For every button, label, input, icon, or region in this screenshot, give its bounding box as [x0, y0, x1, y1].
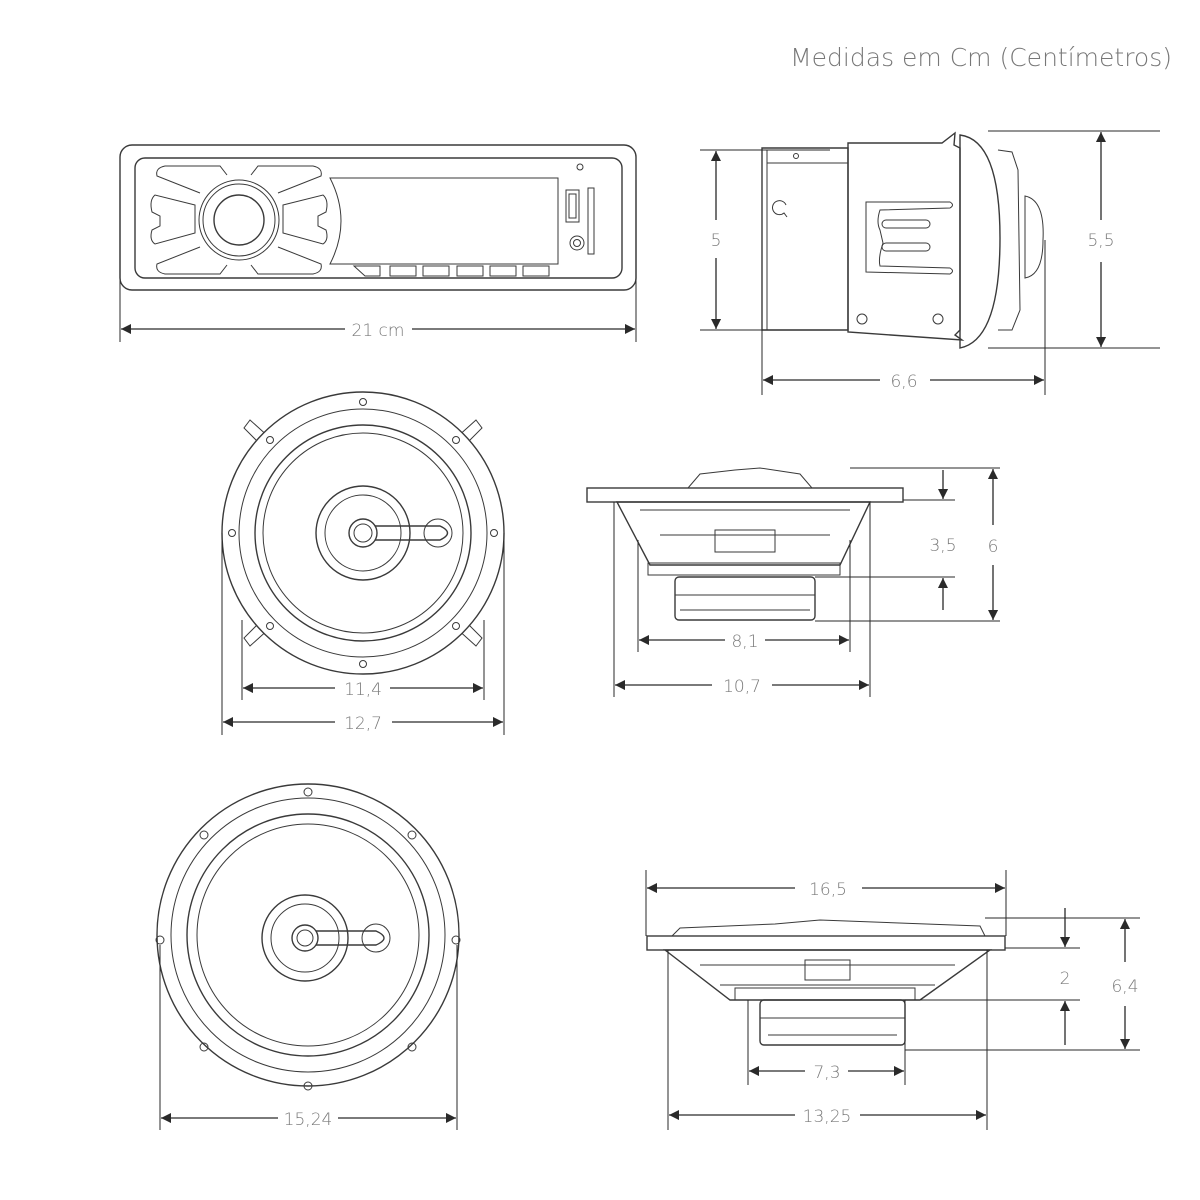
radio-width-label: 21 cm — [352, 321, 405, 341]
radio-front-view: 21 cm — [119, 144, 637, 342]
tweeter — [261, 894, 391, 982]
speaker-6-flange-label: 16,5 — [809, 880, 847, 900]
units-title: Medidas em Cm (Centímetros) — [790, 43, 1172, 72]
usb-port — [565, 189, 580, 223]
radio-knob — [150, 165, 328, 275]
speaker-5-inner-label: 11,4 — [344, 680, 382, 700]
speaker-6-front-view: 15,24 — [155, 783, 461, 1130]
speaker-6-basket-label: 13,25 — [803, 1107, 852, 1127]
aux-jack — [569, 235, 585, 251]
speaker-5-magnet-label: 8,1 — [731, 632, 758, 652]
radio-display — [329, 177, 559, 265]
radio-depth-label: 6,6 — [890, 372, 917, 392]
reset-hole — [576, 163, 584, 171]
speaker-5-side-view: 3,5 6 8,1 10,7 — [586, 467, 1000, 697]
speaker-6-diameter-label: 15,24 — [284, 1110, 333, 1130]
radio-buttons — [352, 265, 550, 277]
radio-face-height-label: 5,5 — [1087, 231, 1114, 251]
speaker-6-height-label: 6,4 — [1111, 977, 1138, 997]
speaker-5-basket-label: 10,7 — [723, 677, 761, 697]
radio-body-height-label: 5 — [711, 231, 722, 251]
tweeter — [315, 485, 453, 581]
speaker-5-outer-label: 12,7 — [344, 714, 382, 734]
speaker-5-height-label: 6 — [988, 537, 999, 557]
speaker-6-side-view: 16,5 2 6,4 7,3 13,25 — [645, 870, 1140, 1130]
speaker-6-depth-label: 2 — [1060, 969, 1071, 989]
speaker-5-depth-label: 3,5 — [929, 536, 956, 556]
card-slot — [587, 187, 595, 255]
radio-side-view: 5 5,5 6,6 — [700, 130, 1160, 395]
speaker-6-magnet-label: 7,3 — [813, 1063, 840, 1083]
speaker-5-front-view: 11,4 12,7 — [221, 391, 505, 735]
